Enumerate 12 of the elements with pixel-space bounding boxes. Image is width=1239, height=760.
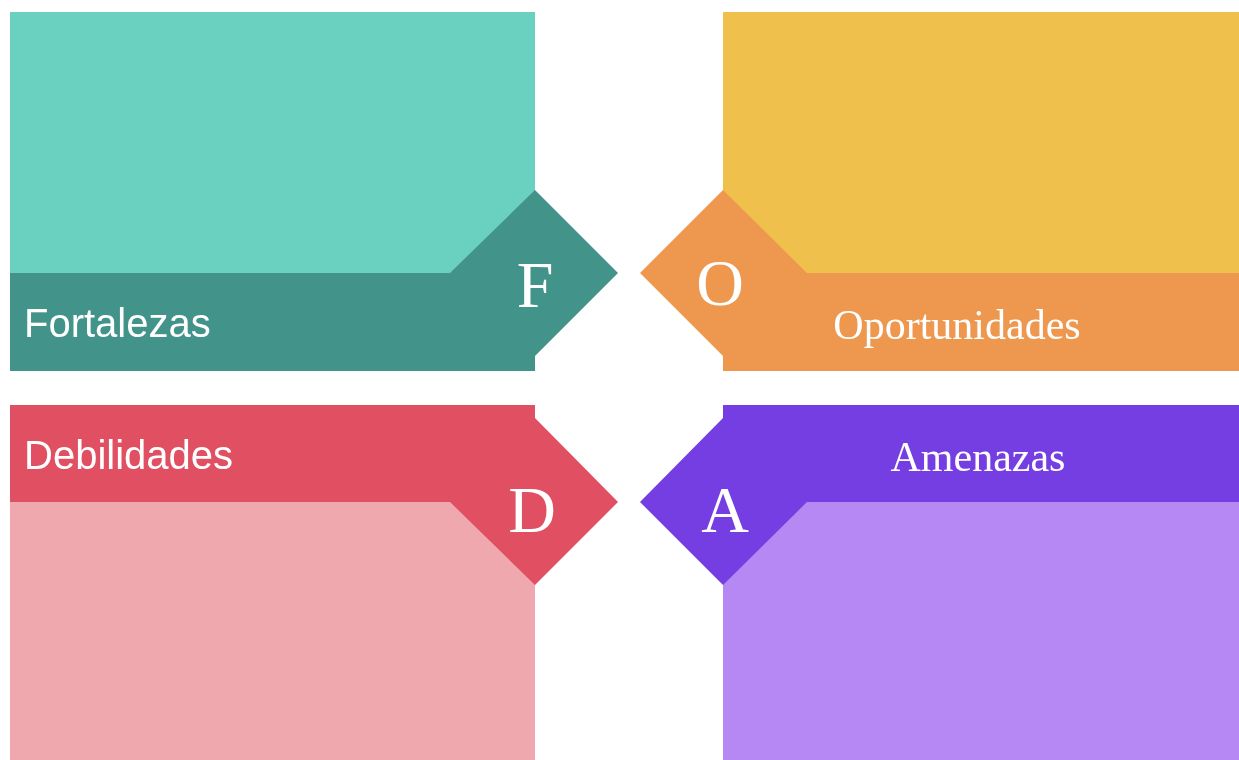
- swot-quadrant: [10, 405, 618, 760]
- swot-quadrant: [640, 12, 1239, 371]
- quadrant-letter: F: [516, 252, 554, 318]
- swot-quadrant: [10, 12, 618, 371]
- quadrant-title: Oportunidades: [833, 304, 1081, 346]
- quadrant-letter: D: [508, 477, 556, 543]
- quadrant-letter: O: [696, 250, 744, 316]
- quadrant-title: Fortalezas: [24, 303, 211, 343]
- swot-quadrant: [640, 405, 1239, 760]
- quadrant-title: Amenazas: [890, 436, 1066, 478]
- quadrant-title: Debilidades: [24, 435, 234, 475]
- quadrant-letter: A: [701, 477, 749, 543]
